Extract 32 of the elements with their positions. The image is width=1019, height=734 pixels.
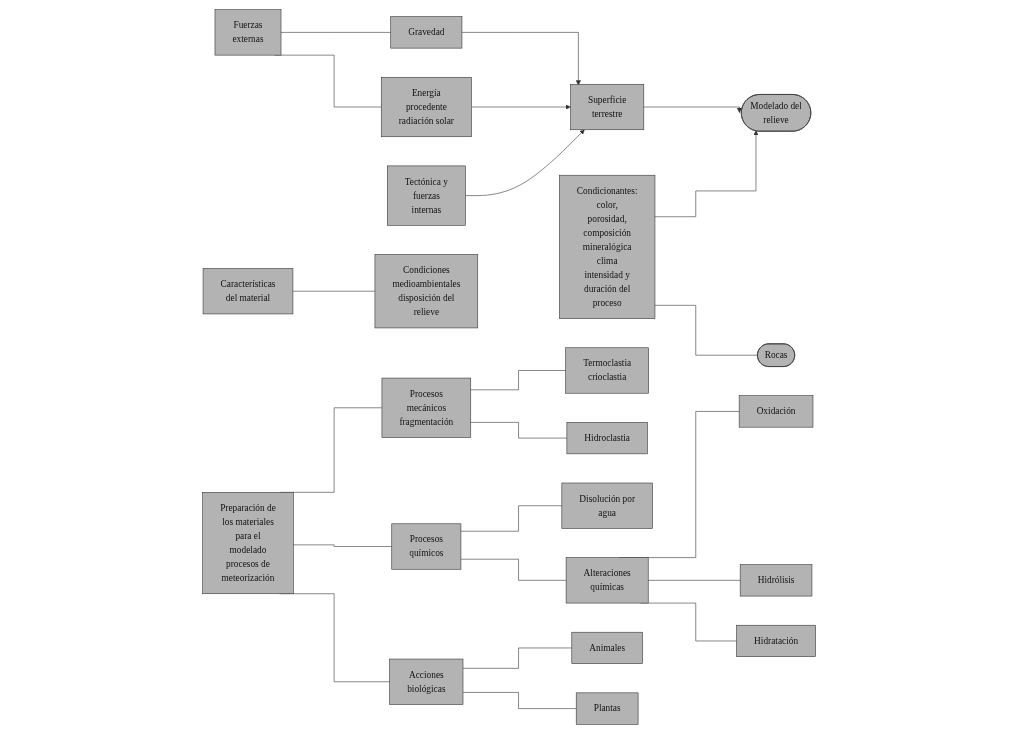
connector [470, 370, 567, 391]
node-box: Animales [571, 631, 644, 664]
node-box: Fuerzas externas [215, 9, 282, 56]
node-box: Plantas [576, 692, 639, 725]
node-box: Procesos mecánicos fragmentación [382, 377, 472, 438]
node-box: Gravedad [390, 16, 463, 49]
node-box: Condiciones medioambientales disposición del relieve [375, 254, 479, 329]
node-box: Características del material [203, 268, 294, 315]
connector [461, 505, 563, 532]
node-box: Hidratación [736, 624, 817, 657]
connector [293, 544, 393, 547]
node-box: Procesos químicos [391, 523, 462, 570]
node-box: Condicionantes: color, porosidad, composición mineralógica clima intensidad y duración del proceso [559, 174, 656, 319]
connector [470, 422, 568, 439]
node-box: Hidroclastia [566, 422, 649, 455]
node-box: Hidrólisis [740, 564, 813, 597]
node-box: Alteraciones químicas [566, 557, 649, 604]
connector [461, 558, 567, 581]
node-box: Acciones biológicas [389, 658, 464, 705]
connector [648, 580, 741, 581]
connector [655, 305, 759, 356]
node-box: Tectónica y fuerzas internas [387, 165, 467, 226]
node-box: Superficie terrestre [570, 84, 645, 131]
node-box: Termoclastia crioclastia [565, 347, 650, 394]
node-box: Oxidación [739, 395, 814, 428]
connector [463, 692, 577, 709]
connector [281, 32, 392, 33]
connector [463, 647, 573, 669]
connector [293, 290, 376, 292]
node-box: Preparación de los materiales para el modelado procesos de meteorización [202, 492, 294, 595]
node-box: Disolución por agua [561, 482, 654, 529]
node-box: Energía procedente radiación solar [381, 77, 473, 138]
